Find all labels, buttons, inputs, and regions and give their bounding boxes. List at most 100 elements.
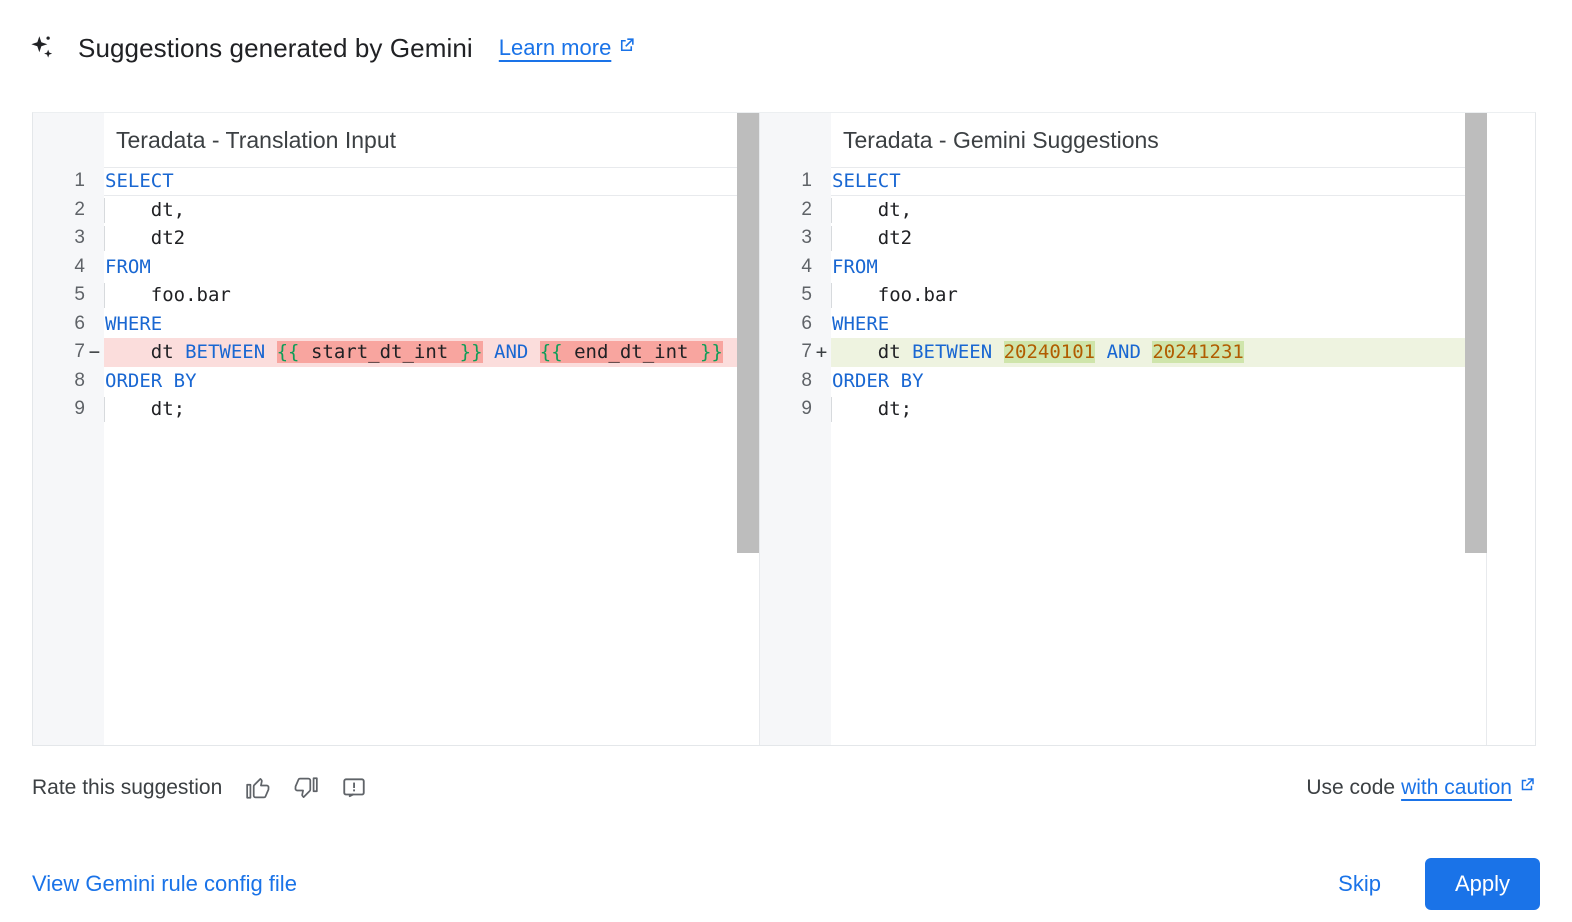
gemini-spark-icon <box>26 32 58 64</box>
skip-button[interactable]: Skip <box>1326 863 1393 905</box>
code-token: ORDER BY <box>105 369 197 392</box>
use-code-prefix: Use code <box>1306 776 1396 799</box>
code-text: FROM <box>104 253 759 282</box>
rate-suggestion-label: Rate this suggestion <box>32 776 223 799</box>
code-token: dt <box>105 341 186 364</box>
line-number: 3 <box>74 227 85 249</box>
code-text: dt2 <box>831 224 1487 253</box>
code-token: {{ <box>539 341 563 364</box>
vertical-scrollbar-right[interactable] <box>1465 113 1487 745</box>
external-link-icon <box>1518 776 1536 800</box>
report-feedback-icon[interactable] <box>340 774 368 802</box>
code-token: end_dt_int <box>562 341 700 364</box>
indent-guide <box>831 283 832 308</box>
code-text: dt BETWEEN {{ start_dt_int }} AND {{ end… <box>104 338 759 367</box>
code-token: AND <box>1106 341 1141 364</box>
vertical-scrollbar-thumb-right[interactable] <box>1465 113 1487 553</box>
line-number: 2 <box>801 198 812 220</box>
line-number: 2 <box>74 198 85 220</box>
code-line[interactable]: 5 foo.bar <box>33 281 759 310</box>
code-line[interactable]: 3 dt2 <box>760 224 1487 253</box>
code-text: foo.bar <box>831 281 1487 310</box>
code-token: dt, <box>105 198 186 221</box>
code-line[interactable]: 9 dt; <box>33 395 759 424</box>
indent-guide <box>831 226 832 251</box>
code-token: BETWEEN <box>912 341 993 364</box>
code-token: foo.bar <box>105 284 231 307</box>
code-token: }} <box>699 341 723 364</box>
vertical-scrollbar-left[interactable] <box>737 113 759 745</box>
code-token: FROM <box>832 255 878 278</box>
vertical-scrollbar-thumb-left[interactable] <box>737 113 759 553</box>
line-number: 4 <box>801 255 812 277</box>
code-token: dt <box>832 341 913 364</box>
line-number: 5 <box>801 284 812 306</box>
with-caution-link[interactable]: with caution <box>1401 776 1512 799</box>
code-line[interactable]: 5 foo.bar <box>760 281 1487 310</box>
code-token: dt, <box>832 198 913 221</box>
learn-more-link[interactable]: Learn more <box>499 35 637 61</box>
gemini-header: Suggestions generated by Gemini Learn mo… <box>0 0 1572 96</box>
use-code-caution: Use code with caution <box>1306 776 1536 800</box>
code-token: 20241231 <box>1152 341 1244 364</box>
indent-guide <box>831 197 832 223</box>
code-text: ORDER BY <box>104 367 759 396</box>
line-number: 9 <box>74 398 85 420</box>
code-line[interactable]: 9 dt; <box>760 395 1487 424</box>
code-text: ORDER BY <box>831 367 1487 396</box>
code-token: BETWEEN <box>185 341 266 364</box>
rate-icon-group <box>244 774 368 802</box>
code-token: WHERE <box>105 312 163 335</box>
line-number: 3 <box>801 227 812 249</box>
code-token <box>265 341 276 363</box>
code-text: WHERE <box>831 310 1487 339</box>
dialog-footer: View Gemini rule config file Skip Apply <box>0 846 1572 922</box>
thumb-down-icon[interactable] <box>292 774 320 802</box>
code-token: dt2 <box>105 227 186 250</box>
apply-button[interactable]: Apply <box>1424 858 1540 910</box>
code-text: foo.bar <box>104 281 759 310</box>
code-token <box>528 341 539 363</box>
indent-guide <box>831 397 832 422</box>
view-gemini-rule-config-file-link[interactable]: View Gemini rule config file <box>32 871 297 896</box>
code-line[interactable]: 2 dt, <box>760 196 1487 225</box>
gutter-background <box>760 113 831 745</box>
line-number: 9 <box>801 398 812 420</box>
code-token: foo.bar <box>832 284 958 307</box>
pane-title-translation-input: Teradata - Translation Input <box>104 113 759 167</box>
indent-guide <box>104 283 105 308</box>
code-line[interactable]: 3 dt2 <box>33 224 759 253</box>
indent-guide <box>104 197 105 223</box>
thumb-up-icon[interactable] <box>244 774 272 802</box>
code-token: dt; <box>105 398 186 421</box>
rate-suggestion-bar: Rate this suggestion Use code with ca <box>32 766 1536 810</box>
code-token: }} <box>459 341 483 364</box>
code-token: start_dt_int <box>299 341 460 364</box>
code-token <box>992 341 1003 363</box>
diff-marker: + <box>815 341 828 364</box>
code-token <box>483 341 494 363</box>
code-text: dt, <box>104 196 759 225</box>
code-text: SELECT <box>831 167 1487 196</box>
code-token <box>1095 341 1106 363</box>
code-line[interactable]: 7+ dt BETWEEN 20240101 AND 20241231 <box>760 338 1487 367</box>
line-number: 7 <box>801 341 812 363</box>
code-text: dt BETWEEN 20240101 AND 20241231 <box>831 338 1487 367</box>
code-token: 20240101 <box>1003 341 1096 364</box>
code-line[interactable]: 7− dt BETWEEN {{ start_dt_int }} AND {{ … <box>33 338 759 367</box>
code-line[interactable]: 2 dt, <box>33 196 759 225</box>
line-number: 5 <box>74 284 85 306</box>
code-line[interactable]: 4 FROM <box>760 253 1487 282</box>
